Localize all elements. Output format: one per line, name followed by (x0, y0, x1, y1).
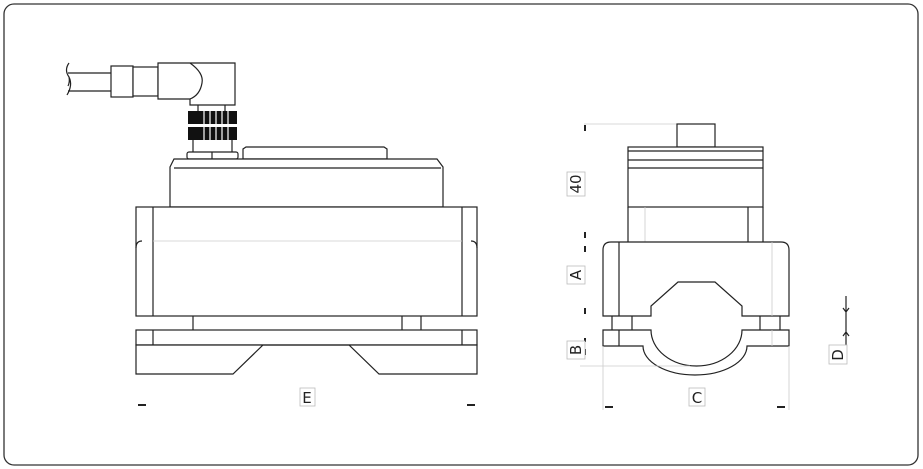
lower-plate (135, 329, 478, 346)
dimension-e-label: E (302, 389, 311, 407)
upper-clamp (602, 241, 790, 317)
dimension-c-label: C (692, 389, 702, 407)
top-plate (242, 146, 388, 160)
dimension-40-label: 40 (567, 174, 585, 193)
front-view: E (65, 62, 478, 407)
main-block (135, 206, 478, 317)
knurled-connector (186, 105, 239, 160)
top-knob (676, 123, 716, 148)
side-view: 40 A B C D (566, 123, 850, 410)
dimension-b-label: B (567, 345, 585, 355)
drawing-frame (3, 3, 919, 466)
dimension-a-label: A (567, 269, 585, 280)
dimension-d-label: D (829, 349, 847, 361)
sensor-body (169, 158, 444, 208)
lower-clamp (602, 329, 790, 376)
base (135, 344, 478, 375)
clamp-bolts (611, 316, 781, 330)
posts (192, 316, 422, 330)
cable (65, 62, 236, 106)
sensor-head (627, 146, 764, 242)
